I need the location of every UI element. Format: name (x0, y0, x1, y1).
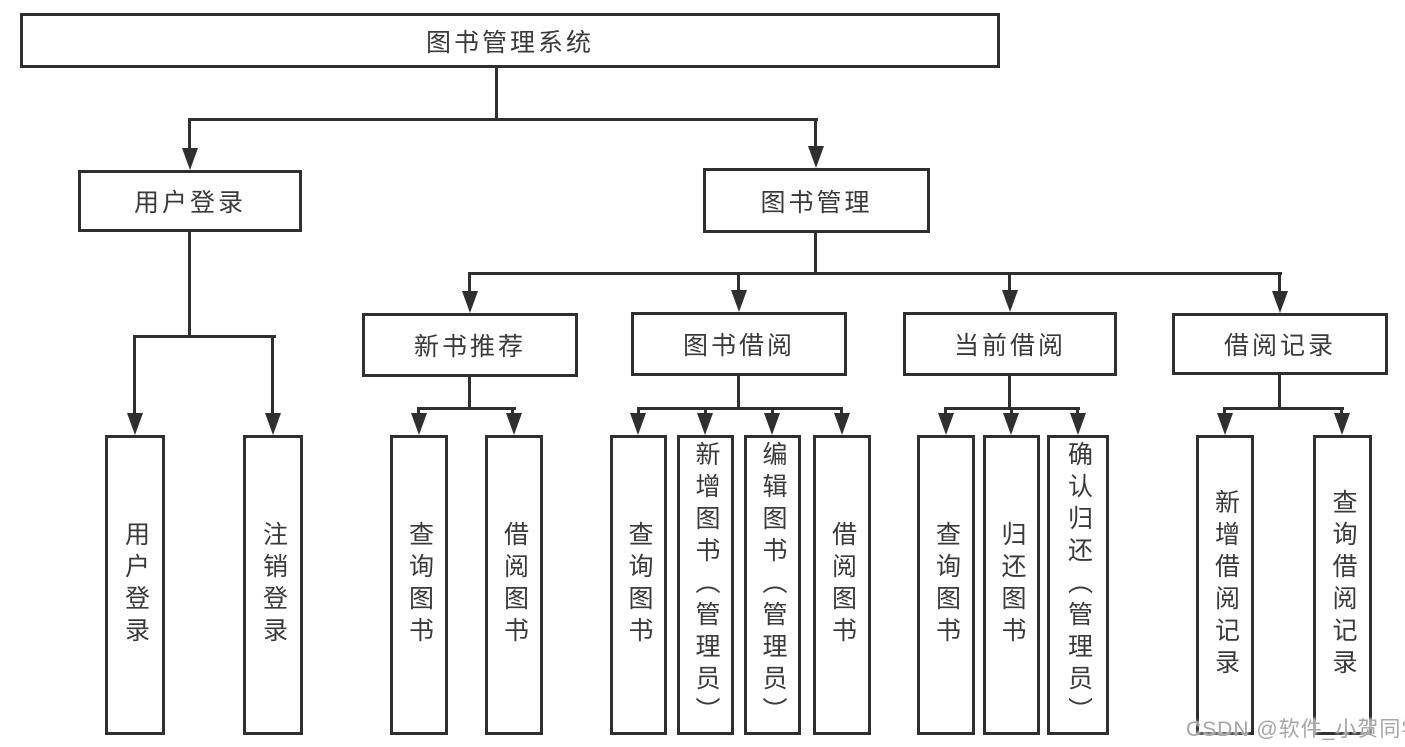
node-book-borrow-label: 图书借阅 (682, 332, 795, 360)
arrow-down-icon (834, 413, 850, 435)
node-new-book-rec: 新书推荐 (362, 313, 578, 377)
connector-drop (1008, 272, 1011, 296)
connector-bookmgmt-branch (468, 272, 1282, 275)
leaf-record-add-label: 新增借阅记录 (1211, 489, 1240, 681)
connector-root-branch (188, 118, 818, 121)
leaf-borrow-add-label: 新增图书（管理员） (692, 441, 720, 729)
arrow-down-icon (127, 413, 143, 435)
arrow-down-icon (630, 413, 646, 435)
connector-drop (771, 407, 774, 417)
leaf-borrow-borrow-label: 借阅图书 (828, 521, 857, 649)
leaf-newbook-query-label: 查询图书 (405, 521, 434, 649)
arrow-down-icon (808, 146, 824, 168)
leaf-newbook-query: 查询图书 (390, 435, 448, 735)
node-root-label: 图书管理系统 (425, 28, 594, 57)
arrow-down-icon (1003, 413, 1019, 435)
connector-drop (468, 272, 471, 296)
connector-drop (417, 407, 420, 417)
leaf-user-login-label: 用户登录 (121, 521, 150, 649)
connector-newbook-branch (417, 407, 516, 410)
connector-borrow-branch (637, 407, 843, 410)
leaf-borrow-edit: 编辑图书（管理员） (744, 435, 801, 735)
node-current-borrow: 当前借阅 (903, 312, 1117, 376)
leaf-current-confirm: 确认归还（管理员） (1047, 435, 1109, 735)
arrow-down-icon (182, 148, 198, 170)
connector-root-stem (495, 68, 498, 120)
connector-newbook-stem (468, 377, 471, 410)
node-borrow-record-label: 借阅记录 (1223, 332, 1336, 360)
leaf-current-confirm-label: 确认归还（管理员） (1064, 441, 1093, 729)
leaf-borrow-add: 新增图书（管理员） (677, 435, 734, 735)
connector-drop (737, 272, 740, 296)
connector-userlogin-branch (133, 335, 276, 338)
node-new-book-rec-label: 新书推荐 (413, 333, 526, 361)
leaf-newbook-borrow: 借阅图书 (485, 435, 543, 735)
connector-borrow-stem (737, 376, 740, 410)
connector-record-branch (1223, 407, 1344, 410)
connector-drop (1223, 407, 1226, 417)
node-borrow-record: 借阅记录 (1172, 313, 1388, 375)
leaf-record-query: 查询借阅记录 (1313, 435, 1372, 735)
leaf-current-query-label: 查询图书 (932, 521, 961, 649)
arrow-down-icon (506, 413, 522, 435)
node-book-borrow: 图书借阅 (631, 312, 847, 376)
arrow-down-icon (764, 413, 780, 435)
connector-drop (1010, 407, 1013, 417)
leaf-current-return-label: 归还图书 (998, 521, 1026, 649)
connector-bookmgmt-stem (814, 233, 817, 275)
node-book-mgmt-label: 图书管理 (760, 188, 873, 217)
arrow-down-icon (697, 413, 713, 435)
arrow-down-icon (938, 413, 954, 435)
connector-drop (1340, 407, 1343, 417)
arrow-down-icon (1334, 413, 1350, 435)
arrow-down-icon (411, 413, 427, 435)
connector-drop (704, 407, 707, 417)
connector-drop (133, 335, 136, 417)
connector-root-drop-right (814, 118, 817, 150)
leaf-borrow-query-label: 查询图书 (625, 521, 653, 649)
connector-drop (1076, 407, 1079, 417)
connector-drop (1278, 272, 1281, 296)
leaf-user-login: 用户登录 (105, 435, 165, 735)
connector-drop (840, 407, 843, 417)
connector-record-stem (1278, 375, 1281, 410)
leaf-newbook-borrow-label: 借阅图书 (500, 521, 529, 649)
leaf-record-add: 新增借阅记录 (1196, 435, 1254, 735)
connector-drop (271, 335, 274, 417)
connector-current-stem (1008, 376, 1011, 410)
node-current-borrow-label: 当前借阅 (953, 332, 1066, 360)
csdn-watermark: CSDN @软件_小贺同学 (1186, 718, 1405, 741)
arrow-down-icon (1217, 413, 1233, 435)
leaf-current-query: 查询图书 (917, 435, 975, 735)
arrow-down-icon (1272, 291, 1288, 313)
node-root: 图书管理系统 (20, 13, 1000, 68)
leaf-logout: 注销登录 (243, 435, 303, 735)
leaf-record-query-label: 查询借阅记录 (1329, 489, 1357, 681)
leaf-borrow-borrow: 借阅图书 (813, 435, 871, 735)
arrow-down-icon (265, 413, 281, 435)
connector-drop (511, 407, 514, 417)
arrow-down-icon (1070, 413, 1086, 435)
arrow-down-icon (731, 290, 747, 312)
leaf-current-return: 归还图书 (983, 435, 1040, 735)
node-user-login: 用户登录 (78, 170, 302, 232)
leaf-logout-label: 注销登录 (259, 521, 288, 649)
arrow-down-icon (1002, 290, 1018, 312)
arrow-down-icon (462, 291, 478, 313)
leaf-borrow-query: 查询图书 (610, 435, 667, 735)
node-book-mgmt: 图书管理 (703, 168, 930, 233)
connector-drop (944, 407, 947, 417)
leaf-borrow-edit-label: 编辑图书（管理员） (759, 441, 787, 729)
connector-drop (637, 407, 640, 417)
node-user-login-label: 用户登录 (133, 189, 246, 217)
connector-userlogin-stem (188, 232, 191, 338)
connector-root-drop-left (188, 118, 191, 152)
